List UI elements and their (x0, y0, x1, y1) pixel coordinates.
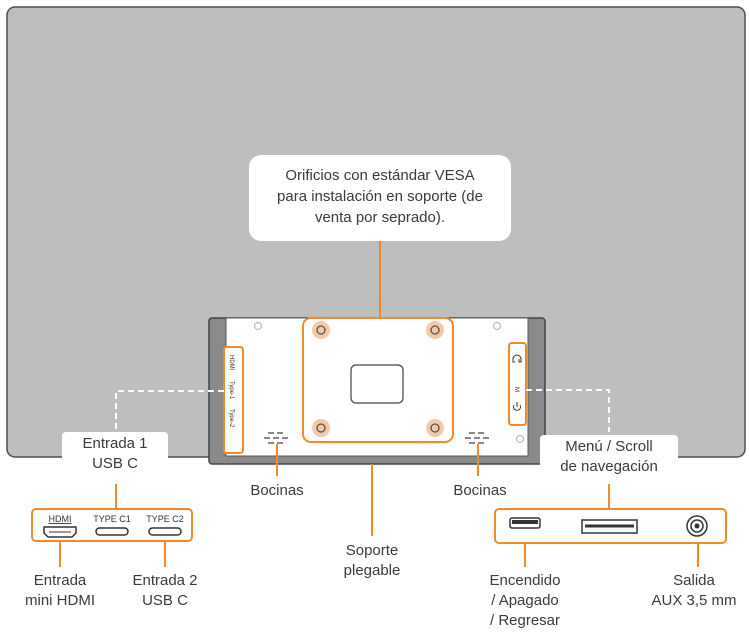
mini-hdmi-port-icon (43, 526, 77, 538)
right-button-group (508, 342, 527, 426)
label-usb-c2-line1: Entrada 2 (132, 572, 198, 589)
vesa-hole (312, 321, 330, 339)
port-panel (31, 508, 193, 542)
label-mini-hdmi: Entrada mini HDMI (8, 571, 112, 611)
label-mini-hdmi-line1: Entrada (33, 572, 87, 589)
vesa-hole (426, 321, 444, 339)
label-usb-c1-line1: Entrada 1 (82, 435, 148, 452)
label-usb-c1: Entrada 1 USB C (62, 432, 168, 476)
screw (253, 321, 263, 331)
label-aux-line1: Salida (673, 572, 715, 589)
power-icon (513, 402, 521, 411)
label-power-line2: / Apagado (491, 592, 559, 609)
power-button-icon (509, 517, 541, 529)
label-power: Encendido / Apagado / Regresar (470, 571, 580, 631)
label-menu-scroll-line2: de navegación (560, 458, 658, 475)
label-usb-c2-line2: USB C (142, 592, 188, 609)
port-panel-type-c2-label: TYPE C2 (146, 514, 184, 524)
label-stand-line2: plegable (343, 562, 401, 579)
speaker-grille-right (465, 432, 489, 444)
label-stand-line1: Soporte (345, 542, 399, 559)
aux-jack-icon (686, 515, 708, 537)
side-port-type1-label: Type-1 (228, 381, 234, 400)
vesa-center-plate (350, 364, 404, 404)
label-mini-hdmi-line2: mini HDMI (25, 592, 95, 609)
label-power-line3: / Regresar (489, 612, 561, 629)
left-port-group (223, 346, 244, 454)
screw (515, 434, 525, 444)
speaker-grille-left (264, 432, 288, 444)
label-menu-scroll: Menú / Scroll de navegación (540, 435, 678, 479)
label-speakers-right: Bocinas (453, 482, 507, 499)
side-port-hdmi-label: HDMI (228, 355, 234, 371)
scroll-wheel-icon (581, 519, 638, 534)
label-menu-scroll-line1: Menú / Scroll (565, 438, 653, 455)
port-panel-hdmi-label: HDMI (49, 514, 72, 524)
vesa-hole (312, 419, 330, 437)
dashed-connector-right (526, 389, 610, 432)
vesa-callout-line1: Orificios con estándar VESA (285, 167, 475, 184)
usb-c1-port-icon (95, 527, 129, 536)
vesa-callout-line3: venta por seprado). (314, 209, 446, 226)
label-power-line1: Encendido (489, 572, 561, 589)
menu-m-icon: M (513, 387, 519, 392)
label-speakers-left: Bocinas (250, 482, 304, 499)
label-usb-c1-line2: USB C (92, 455, 138, 472)
usb-c2-port-icon (148, 527, 182, 536)
label-aux-line2: AUX 3,5 mm (651, 592, 737, 609)
label-aux: Salida AUX 3,5 mm (640, 571, 748, 611)
vesa-callout-line2: para instalación en soporte (de (277, 188, 483, 205)
dashed-connector-left (115, 390, 224, 430)
vesa-hole (426, 419, 444, 437)
screw (492, 321, 502, 331)
side-port-type2-label: Type-2 (228, 409, 234, 428)
vesa-callout: Orificios con estándar VESA para instala… (249, 155, 511, 241)
port-panel-type-c1-label: TYPE C1 (93, 514, 131, 524)
label-usb-c2: Entrada 2 USB C (115, 571, 215, 611)
headphone-icon (512, 354, 522, 363)
label-stand: Soporte plegable (322, 541, 422, 581)
